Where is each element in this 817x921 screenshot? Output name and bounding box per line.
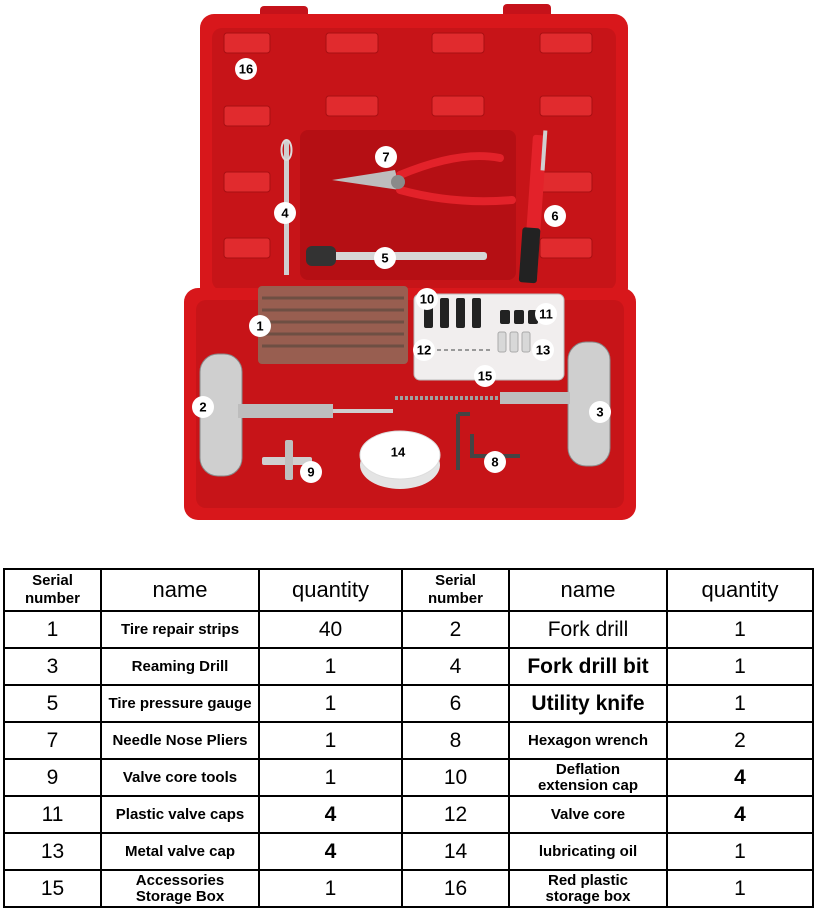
name-cell: Tire pressure gauge [100,684,260,723]
table-row: 13 Metal valve cap 4 14 lubricating oil … [3,832,814,871]
serial-cell: 12 [401,795,510,834]
header-name-left: name [100,568,260,612]
table-row: 1 Tire repair strips 40 2 Fork drill 1 [3,610,814,649]
name-cell: Utility knife [508,684,668,723]
name-cell: Metal valve cap [100,832,260,871]
name-cell: Fork drill [508,610,668,649]
quantity-cell: 4 [258,795,403,834]
serial-cell: 11 [3,795,102,834]
tire-pressure-gauge [306,246,487,266]
table-row: 11 Plastic valve caps 4 12 Valve core 4 [3,795,814,834]
name-cell: Valve core tools [100,758,260,797]
callout-number: 16 [239,62,253,77]
serial-cell: 13 [3,832,102,871]
serial-cell: 2 [401,610,510,649]
valve-core-tool [262,440,312,480]
callout-number: 6 [551,209,558,224]
serial-cell: 9 [3,758,102,797]
callout-number: 12 [417,343,431,358]
quantity-cell: 1 [258,647,403,686]
serial-cell: 8 [401,721,510,760]
utility-knife [518,130,548,284]
quantity-cell: 4 [666,758,814,797]
name-cell: Hexagon wrench [508,721,668,760]
callout-number: 10 [420,292,434,307]
tool-kit-illustration: 1 2 3 4 5 6 7 8 9 10 11 12 13 14 15 16 [184,4,636,520]
name-cell: lubricating oil [508,832,668,871]
callout-number: 4 [281,206,289,221]
quantity-cell: 1 [258,721,403,760]
serial-cell: 7 [3,721,102,760]
callout-number: 7 [382,150,389,165]
accessories-storage-box [413,293,565,381]
quantity-cell: 2 [666,721,814,760]
quantity-cell: 1 [666,647,814,686]
callout-number: 14 [391,445,406,460]
serial-cell: 5 [3,684,102,723]
header-name-right: name [508,568,668,612]
table-row: 7 Needle Nose Pliers 1 8 Hexagon wrench … [3,721,814,760]
callout-number: 5 [381,251,388,266]
quantity-cell: 4 [258,832,403,871]
callout-number: 8 [491,455,498,470]
callout-number: 11 [539,307,553,322]
fork-drill [199,353,393,477]
quantity-cell: 4 [666,795,814,834]
name-cell: Fork drill bit [508,647,668,686]
serial-cell: 16 [401,869,510,908]
quantity-cell: 1 [666,832,814,871]
header-quantity-right: quantity [666,568,814,612]
name-cell: Needle Nose Pliers [100,721,260,760]
serial-cell: 1 [3,610,102,649]
table-row: 5 Tire pressure gauge 1 6 Utility knife … [3,684,814,723]
product-photo: 1 2 3 4 5 6 7 8 9 10 11 12 13 14 15 16 [184,4,636,520]
serial-cell: 6 [401,684,510,723]
serial-cell: 15 [3,869,102,908]
callout-number: 13 [536,343,550,358]
name-cell: Tire repair strips [100,610,260,649]
serial-cell: 14 [401,832,510,871]
table-row: 3 Reaming Drill 1 4 Fork drill bit 1 [3,647,814,686]
callout-number: 2 [199,400,206,415]
quantity-cell: 40 [258,610,403,649]
reaming-drill [395,341,611,467]
serial-cell: 10 [401,758,510,797]
quantity-cell: 1 [258,758,403,797]
quantity-cell: 1 [666,684,814,723]
quantity-cell: 1 [258,684,403,723]
quantity-cell: 1 [666,869,814,908]
quantity-cell: 1 [666,610,814,649]
needle-nose-pliers [332,152,516,206]
callout-markers: 1 2 3 4 5 6 7 8 9 10 11 12 13 14 15 16 [192,58,611,483]
callout-number: 3 [596,405,603,420]
tire-repair-strips [258,286,408,364]
serial-cell: 4 [401,647,510,686]
callout-number: 15 [478,369,492,384]
serial-cell: 3 [3,647,102,686]
name-cell: Valve core [508,795,668,834]
name-cell: Plastic valve caps [100,795,260,834]
callout-number: 9 [307,465,314,480]
header-quantity-left: quantity [258,568,403,612]
callout-number: 1 [256,319,263,334]
name-cell: Reaming Drill [100,647,260,686]
quantity-cell: 1 [258,869,403,908]
